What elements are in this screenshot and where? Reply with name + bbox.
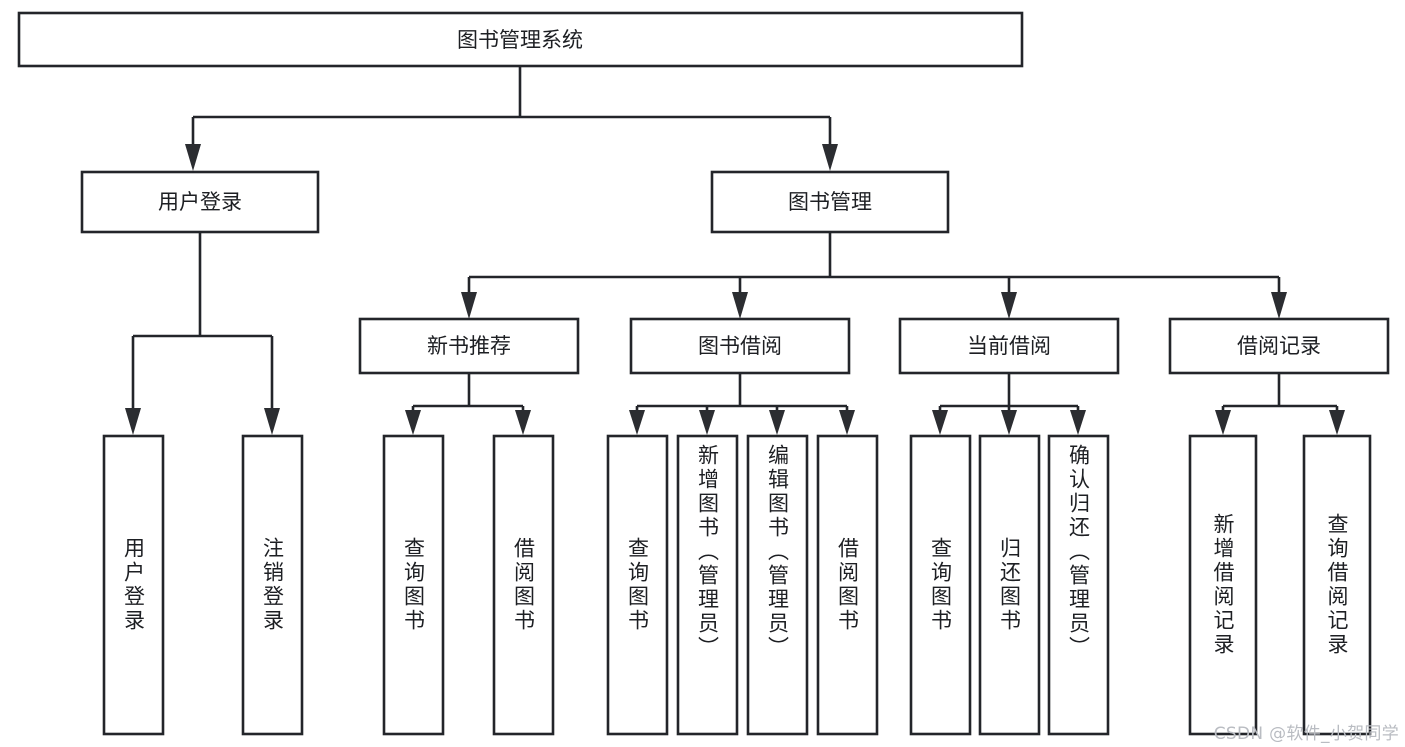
arrow-leaf-book-borrow-1 xyxy=(629,410,645,435)
node-new-book-recommend-box[interactable] xyxy=(358,317,580,375)
connectors-group xyxy=(125,66,1345,435)
leaf-box-current-borrow-1[interactable] xyxy=(978,434,1041,736)
leaf-box-borrow-record-1[interactable] xyxy=(1302,434,1372,736)
leaf-box-book-borrow-1[interactable] xyxy=(676,434,739,736)
node-borrow-record-label: 借阅记录 xyxy=(1237,334,1321,358)
node-user-login-box[interactable] xyxy=(80,170,320,234)
node-current-borrow-box[interactable] xyxy=(898,317,1120,375)
arrow-leaf-new-book-1 xyxy=(405,410,421,435)
leaf-box-book-borrow-2[interactable] xyxy=(746,434,809,736)
node-new-book-recommend-label: 新书推荐 xyxy=(427,334,511,358)
leaf-box-new-book-1[interactable] xyxy=(492,434,555,736)
csdn-watermark: CSDN @软件_小贺同学 xyxy=(1213,724,1399,744)
arrow-to-current-borrow xyxy=(1001,292,1017,319)
arrow-to-user-login xyxy=(185,144,201,171)
leaf-box-book-borrow-3[interactable] xyxy=(816,434,879,736)
arrow-leaf-book-borrow-3 xyxy=(769,410,785,435)
arrow-to-book-manage xyxy=(822,144,838,171)
node-borrow-record-box[interactable] xyxy=(1168,317,1390,375)
leaf-box-new-book-0[interactable] xyxy=(382,434,445,736)
node-book-borrow-box[interactable] xyxy=(629,317,851,375)
arrow-leaf-current-borrow-3 xyxy=(1070,410,1086,435)
node-current-borrow-label: 当前借阅 xyxy=(967,334,1051,358)
arrow-leaf-book-borrow-4 xyxy=(839,410,855,435)
arrow-to-new-book-recommend xyxy=(461,292,477,319)
arrow-leaf-user-login-2 xyxy=(264,408,280,435)
leaf-box-user-login-0[interactable] xyxy=(102,434,165,736)
node-book-borrow-label: 图书借阅 xyxy=(698,334,782,358)
arrow-leaf-new-book-2 xyxy=(515,410,531,435)
node-user-login-label: 用户登录 xyxy=(158,190,242,214)
arrow-leaf-current-borrow-1 xyxy=(932,410,948,435)
arrow-to-book-borrow xyxy=(732,292,748,319)
node-root-label: 图书管理系统 xyxy=(457,28,583,52)
arrow-leaf-current-borrow-2 xyxy=(1001,410,1017,435)
leaf-box-current-borrow-2[interactable] xyxy=(1047,434,1110,736)
leaf-box-book-borrow-0[interactable] xyxy=(606,434,669,736)
arrow-leaf-borrow-record-1 xyxy=(1215,410,1231,435)
node-book-manage-box[interactable] xyxy=(710,170,950,234)
leaf-box-user-login-1[interactable] xyxy=(241,434,304,736)
node-book-manage-label: 图书管理 xyxy=(788,190,872,214)
node-root-box[interactable] xyxy=(17,11,1024,68)
leaf-box-borrow-record-0[interactable] xyxy=(1188,434,1258,736)
arrow-leaf-borrow-record-2 xyxy=(1329,410,1345,435)
arrow-to-borrow-record xyxy=(1271,292,1287,319)
leaf-box-current-borrow-0[interactable] xyxy=(909,434,972,736)
arrow-leaf-user-login-1 xyxy=(125,408,141,435)
boxes-group: 图书管理系统 用户登录 图书管理 新书推荐 图书借阅 当前借阅 借阅记录 xyxy=(17,11,1390,736)
arrow-leaf-book-borrow-2 xyxy=(699,410,715,435)
